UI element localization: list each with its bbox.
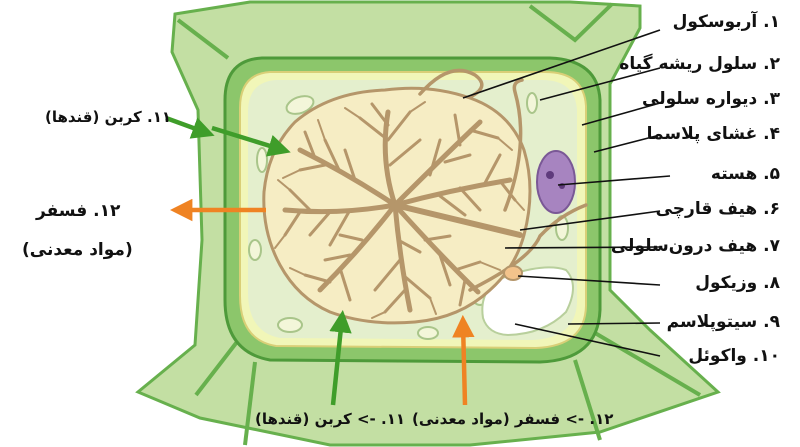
label-intracellular-hypha: ۷. هیف درون‌سلولی [610,236,780,256]
arbuscule-branches [274,101,525,319]
label-carbon-bottom: ۱۱. -> کربن (قندها) [255,410,406,428]
label-cell-wall: ۳. دیواره سلولی [642,89,780,109]
label-minerals-left: (مواد معدنی) [22,240,133,260]
label-phosphorus-left: ۱۲. فسفر [36,201,121,221]
label-phosphorus-bottom: ۱۲. -> فسفر (مواد معدنی) [412,410,614,428]
leader-lines [462,29,671,357]
neighbor-cell-walls [176,2,702,446]
label-nucleus: ۵. هسته [710,164,780,184]
flow-arrows [165,115,475,406]
phosphorus-arrow-bottom [452,314,475,406]
carbon-arrow-left-2 [211,125,291,157]
label-arbuscule: ۱. آربوسکول [672,12,780,32]
label-vacuole: ۱۰. واکوئل [688,346,780,366]
vesicle [503,265,523,281]
nucleolus [546,171,554,179]
label-plasma-membrane: ۴. غشای پلاسما [646,124,780,144]
label-vesicle: ۸. وزیکول [695,273,780,293]
label-root-cell: ۲. سلول ریشه گیاه [619,54,780,74]
fungal-hyphae [418,68,588,292]
carbon-arrow-bottom [329,309,352,406]
label-cytoplasm: ۹. سیتوپلاسم [666,312,780,332]
label-fungal-hypha: ۶. هیف قارچی [655,199,780,219]
carbon-arrow-left-1 [165,115,215,139]
label-carbon-left: ۱۱. کربن (قندها) [45,108,171,126]
nucleus [536,150,576,214]
